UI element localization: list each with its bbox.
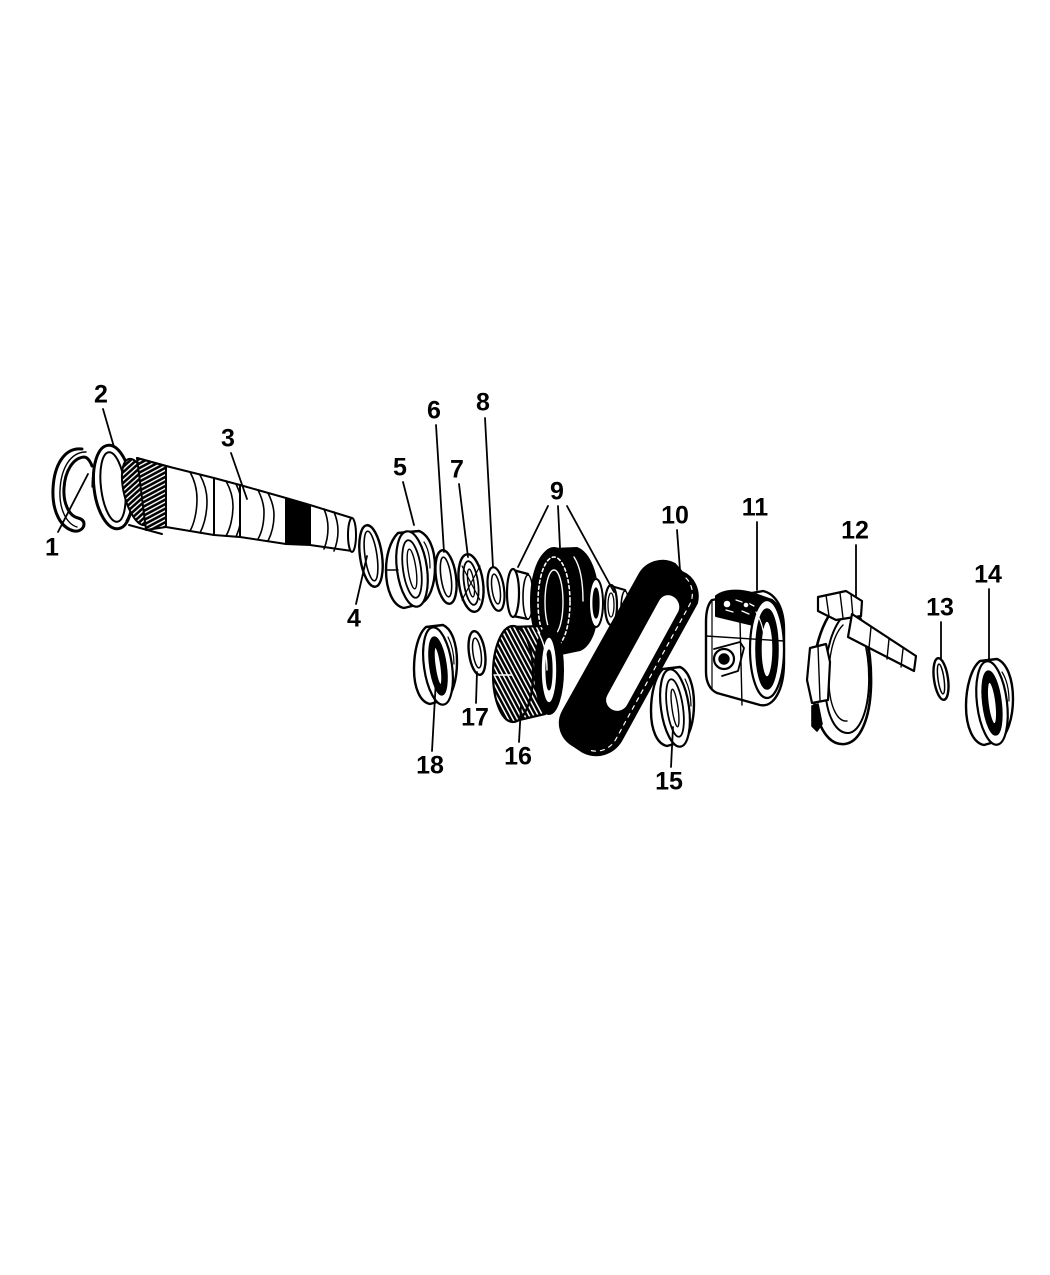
leader-line-1 [57,473,89,533]
part-9-spacer-left [505,567,534,621]
callout-leader-lines [57,408,990,768]
part-3-mainshaft [120,457,357,553]
leader-line-17 [475,671,478,704]
callout-3: 3 [221,424,235,453]
leader-line-15 [670,726,674,768]
leader-line-7 [458,483,469,558]
part-10-drive-chain [558,559,699,757]
leader-line-9 [517,505,549,568]
part-5-bearing-assembly [384,529,437,610]
leader-line-10 [676,529,681,571]
callout-14: 14 [974,560,1002,589]
callout-10: 10 [661,501,689,530]
callout-5: 5 [393,453,407,482]
leader-line-2 [102,408,115,448]
callout-8: 8 [476,388,490,417]
part-15-bearing [649,665,696,748]
callout-17: 17 [461,703,489,732]
callout-2: 2 [94,380,108,409]
callout-1: 1 [45,533,59,562]
callout-7: 7 [450,455,464,484]
leader-line-6 [435,424,445,553]
callout-4: 4 [347,604,361,633]
leader-line-16 [518,705,522,743]
part-4-thrust-washer [358,524,384,588]
leader-line-9 [557,505,561,549]
callout-12: 12 [841,516,869,545]
callout-9: 9 [550,477,564,506]
leader-line-18 [431,678,437,752]
part-14-output-bearing [964,657,1015,747]
callout-15: 15 [655,767,683,796]
part-18-bearing-rear [412,623,459,706]
part-13-snap-ring-small [932,656,950,702]
part-11-clutch-housing-assembly [704,589,786,707]
part-7-thrust-bearing [457,553,485,613]
leader-line-4 [355,555,368,605]
leader-line-3 [230,452,248,500]
part-6-spacer-washer [434,549,458,605]
part-16-driven-sprocket [491,624,564,724]
callout-16: 16 [504,742,532,771]
leader-line-5 [402,481,415,526]
part-8-shim-washer [486,566,506,612]
callout-18: 18 [416,751,444,780]
leader-line-9 [566,505,615,593]
part-1-retaining-snap-ring-open [51,447,94,533]
callout-13: 13 [926,593,954,622]
part-12-shift-fork [805,589,918,746]
leader-line-8 [484,417,494,568]
callout-11: 11 [741,493,769,522]
callout-6: 6 [427,396,441,425]
part-17-thrust-washer-thin [467,629,487,677]
